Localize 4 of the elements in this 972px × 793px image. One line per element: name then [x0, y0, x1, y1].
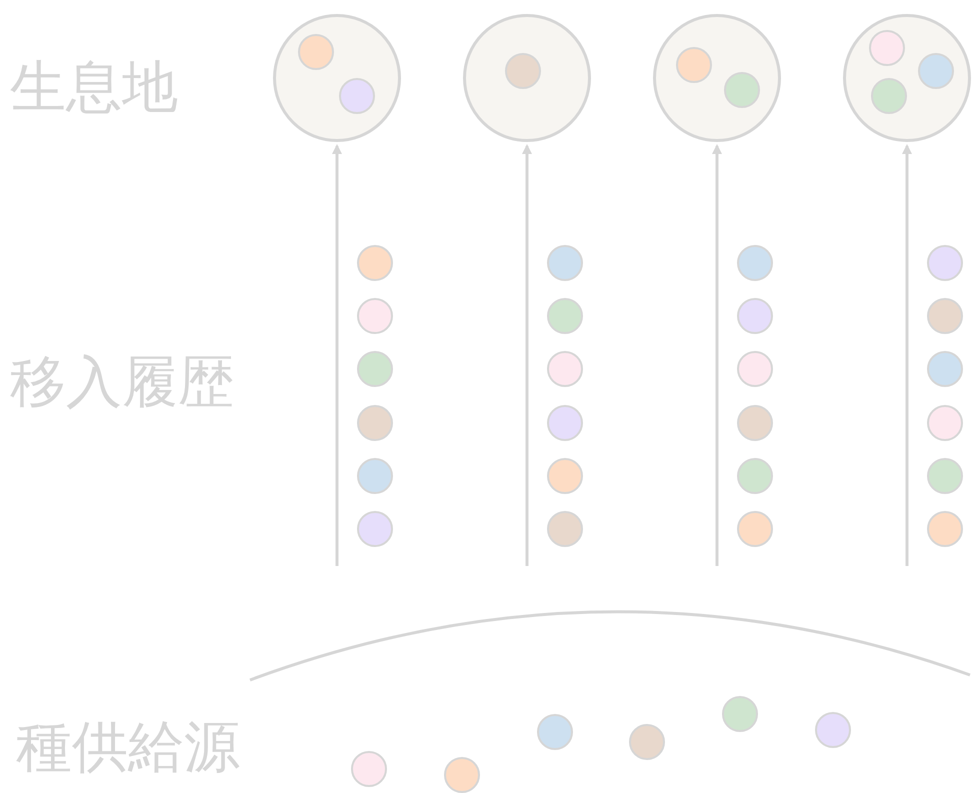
arrow: [332, 144, 342, 566]
arrow: [712, 144, 722, 566]
arrow: [902, 144, 912, 566]
arrow: [522, 144, 532, 566]
